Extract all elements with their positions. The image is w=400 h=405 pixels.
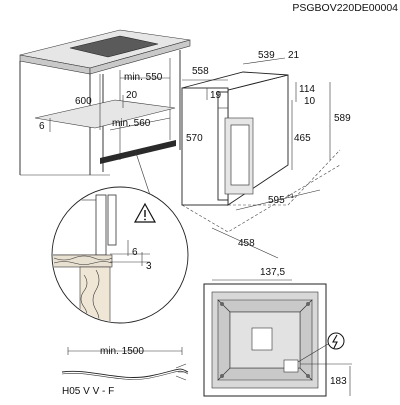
cabinet-min-width: min. 550 (124, 72, 163, 83)
panel-top: 114 (299, 84, 315, 95)
bottom-depth-sup: +1 (287, 194, 295, 200)
panel-thickness: 6 (39, 121, 45, 132)
cable-drawing: min. 1500 H05 V V - F (61, 346, 189, 397)
bottom-offset-y: 183 (330, 376, 347, 387)
total-height: 589 (334, 113, 351, 124)
panel-gap: 10 (304, 96, 316, 107)
bottom-offset-x: 137,5 (260, 267, 285, 278)
cabinet-depth-min: min. 560 (112, 118, 151, 129)
cabinet-height: 600 (75, 96, 92, 107)
bottom-width: 458 (238, 238, 255, 249)
oven-width: 558 (192, 66, 209, 77)
electrical-connection-icon (297, 332, 345, 363)
oven-drawing: 558 539 21 19 114 10 570 465 589 595 +1 … (181, 50, 351, 259)
top-gap: 19 (210, 90, 222, 101)
ventilation-gap: 20 (126, 90, 138, 101)
cable-type: H05 V V - F (62, 386, 114, 397)
detail-gap: 6 (132, 247, 138, 258)
wall-detail-circle: 6 3 (51, 186, 189, 324)
warning-triangle-icon (133, 202, 157, 223)
cabinet-drawing: min. 550 600 20 6 min. 560 (19, 29, 191, 196)
bottom-depth: 595 (268, 195, 285, 206)
oven-depth: 539 (258, 50, 275, 61)
door-depth: 21 (288, 50, 300, 61)
oven-height: 570 (186, 133, 203, 144)
detail-thickness: 3 (146, 261, 152, 272)
document-code: PSGBOV220DE00004 (292, 2, 398, 14)
cable-min-length: min. 1500 (100, 346, 144, 357)
oven-bottom-view: 137,5 183 (203, 267, 352, 397)
front-height: 465 (294, 133, 311, 144)
